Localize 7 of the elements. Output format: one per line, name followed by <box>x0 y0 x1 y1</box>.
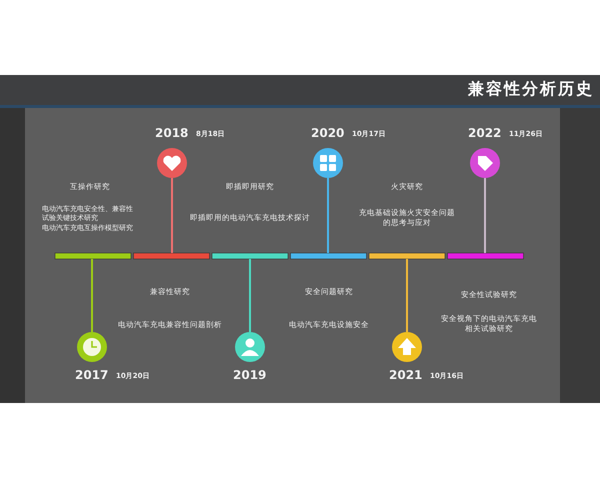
year-label: 2017 <box>75 367 108 384</box>
year-label: 2018 <box>155 125 188 142</box>
year-label: 2019 <box>233 367 266 384</box>
diagram-title: 兼容性分析历史 <box>468 78 594 100</box>
year-label: 2021 <box>389 367 422 384</box>
year-label: 2022 <box>468 125 502 142</box>
year-label: 2020 <box>311 125 344 142</box>
